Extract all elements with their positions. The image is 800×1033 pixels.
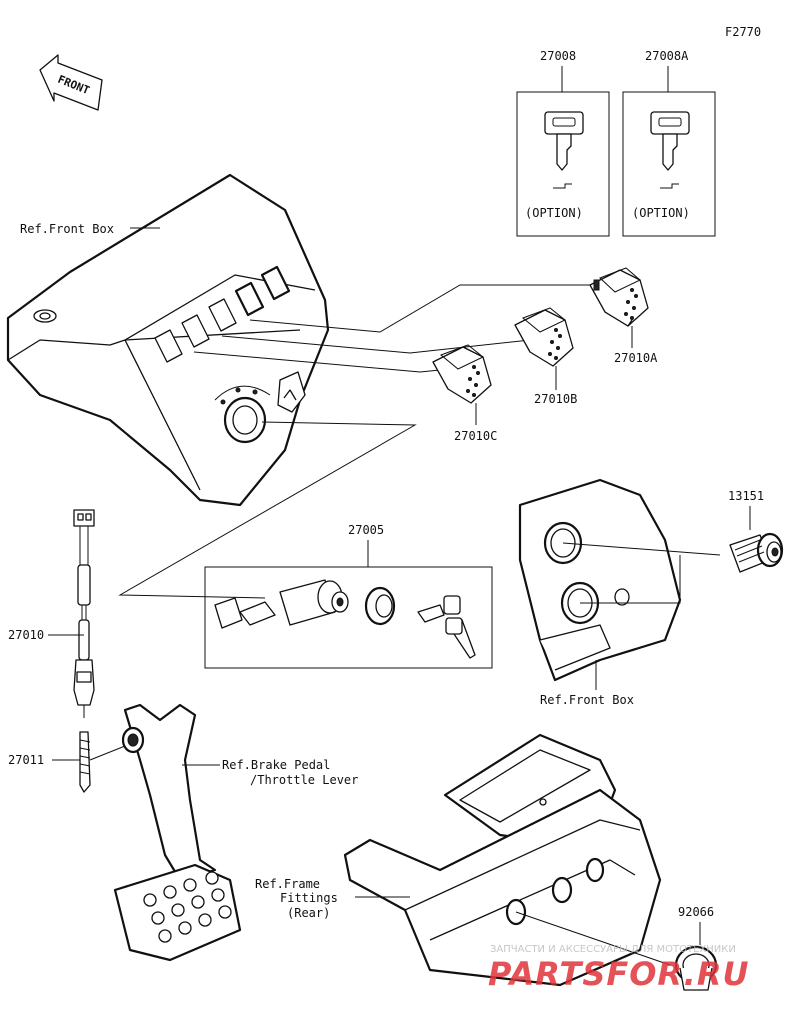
key-blade-icon bbox=[556, 133, 572, 171]
watermark-tagline: ЗАПЧАСТИ И АКСЕССУАРЫ ДЛЯ МОТОТЕХНИКИ bbox=[490, 944, 736, 955]
ref-frame-2: Fittings bbox=[280, 891, 338, 905]
key-icon bbox=[417, 604, 445, 623]
callout-13151: 13151 bbox=[728, 489, 764, 503]
ref-brake-pedal-1: Ref.Brake Pedal bbox=[222, 758, 330, 772]
harness-27010[interactable]: 27010 bbox=[8, 509, 95, 718]
switch-slot bbox=[260, 265, 291, 301]
switch-slot bbox=[208, 298, 237, 332]
switch-slot bbox=[181, 314, 210, 348]
ignition-switch-27005[interactable]: 27005 bbox=[204, 523, 493, 669]
callout-27010: 27010 bbox=[8, 628, 44, 642]
callout-27010C: 27010C bbox=[454, 429, 497, 443]
frame-hole-icon bbox=[585, 857, 605, 883]
ref-frame-3: (Rear) bbox=[287, 906, 330, 920]
watermark: ЗАПЧАСТИ И АКСЕССУАРЫ ДЛЯ МОТОТЕХНИКИ PA… bbox=[488, 944, 749, 993]
frame-fittings-rear bbox=[343, 733, 662, 987]
ref-front-box-bottom: Ref.Front Box bbox=[540, 693, 634, 707]
key-blade-icon bbox=[662, 133, 678, 171]
callout-27010B: 27010B bbox=[534, 392, 577, 406]
option-box-27008A bbox=[622, 91, 716, 237]
front-box-socket-panel bbox=[518, 478, 682, 682]
ref-brake-pedal-2: /Throttle Lever bbox=[250, 773, 358, 787]
brake-pedal bbox=[113, 703, 242, 962]
ref-frame-1: Ref.Frame bbox=[255, 877, 320, 891]
front-box-dashboard bbox=[6, 173, 330, 507]
callout-27011: 27011 bbox=[8, 753, 44, 767]
bolt-27011[interactable]: 27011 bbox=[8, 731, 91, 793]
ignition-kit-box bbox=[204, 566, 493, 669]
option-label-1: (OPTION) bbox=[525, 206, 583, 220]
callout-27008A: 27008A bbox=[645, 49, 689, 63]
switch-slot bbox=[154, 329, 183, 363]
callout-27005: 27005 bbox=[348, 523, 384, 537]
option-box-27008 bbox=[516, 91, 610, 237]
rocker-switch-27010C[interactable]: 27010C bbox=[432, 344, 497, 443]
rocker-switch-27010A[interactable]: 27010A bbox=[589, 267, 658, 365]
rocker-switch-27010B[interactable]: 27010B bbox=[514, 307, 577, 406]
key-27008A[interactable]: 27008A (OPTION) bbox=[622, 49, 716, 237]
front-arrow-icon: FRONT bbox=[39, 54, 103, 111]
ref-front-box-top: Ref.Front Box bbox=[20, 222, 114, 236]
callout-92066: 92066 bbox=[678, 905, 714, 919]
figure-code: F2770 bbox=[725, 25, 761, 39]
power-socket-13151[interactable]: 13151 bbox=[728, 489, 784, 573]
callout-27010A: 27010A bbox=[614, 351, 658, 365]
key-27008[interactable]: 27008 (OPTION) bbox=[516, 49, 610, 237]
plug-92066[interactable]: 92066 bbox=[674, 905, 718, 991]
frame-hole-icon bbox=[551, 876, 573, 904]
key-head-icon bbox=[650, 111, 690, 135]
option-label-2: (OPTION) bbox=[632, 206, 690, 220]
key-head-icon bbox=[544, 111, 584, 135]
callout-27008: 27008 bbox=[540, 49, 576, 63]
switch-slot bbox=[234, 281, 265, 317]
watermark-brand: PARTSFOR.RU bbox=[488, 955, 749, 993]
